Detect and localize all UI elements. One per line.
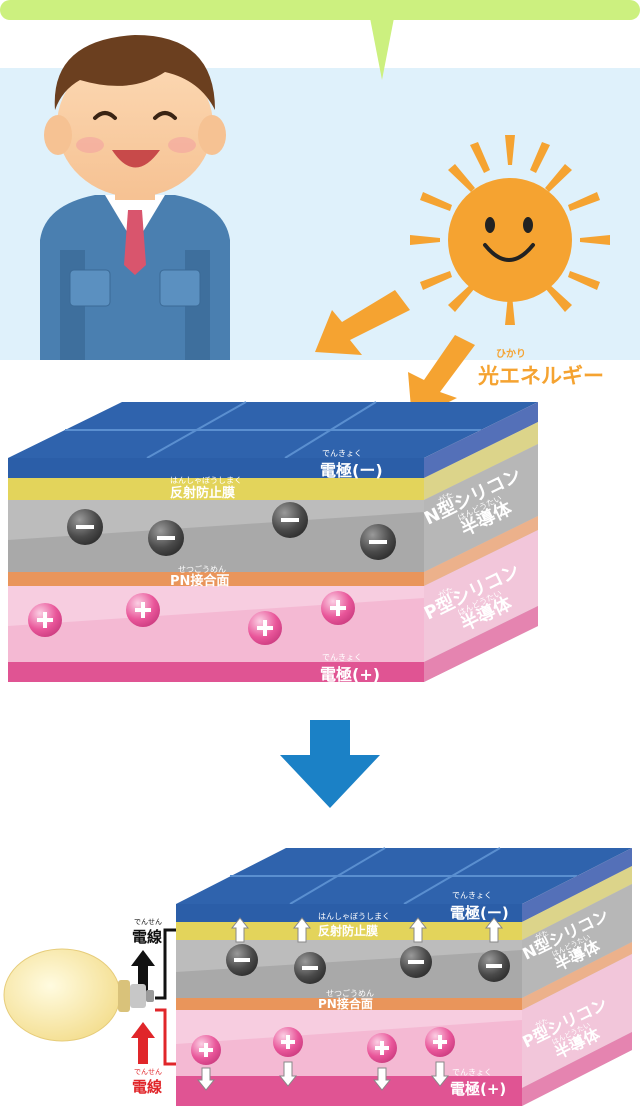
up-arrow-icon (230, 917, 250, 943)
electrode-pos-ruby: でんきょく (322, 653, 362, 662)
electron (226, 944, 258, 976)
hole (425, 1027, 455, 1057)
electrode-pos-label: 電極(+) (320, 665, 380, 684)
antireflect-layer (176, 922, 522, 940)
electrode-neg-label: 電極(ー) (450, 904, 509, 922)
antireflect-ruby: はんしゃぼうしまく (318, 912, 390, 921)
antireflect-layer (8, 478, 424, 500)
smile (112, 150, 160, 168)
jacket (40, 195, 230, 360)
light-energy-label: 光エネルギー (477, 364, 604, 388)
electron (478, 950, 510, 982)
light-arrow-right (408, 335, 475, 420)
pn-junction-layer (8, 572, 424, 586)
wire-bottom-line (155, 1008, 176, 1066)
electron (148, 520, 184, 556)
current-up-arrow-black (131, 950, 155, 992)
wire-top-ruby: でんせん (134, 918, 162, 926)
pn-ruby: せつごうめん (326, 988, 374, 998)
electron-particles (226, 944, 510, 984)
sun-face (448, 178, 572, 302)
speech-bubble (0, 0, 640, 20)
down-arrow-icon (280, 720, 380, 808)
worker-illustration (40, 35, 230, 360)
electron-particles (67, 502, 396, 560)
pn-ruby: せつごうめん (178, 564, 226, 574)
hole-particles (28, 591, 355, 645)
sun-icon (410, 135, 610, 325)
pn-junction-label: PN接合面 (318, 996, 373, 1011)
down-arrow-small-icon (196, 1067, 216, 1091)
wire-bottom-label: 電線 (132, 1078, 162, 1096)
wire-bottom-ruby: でんせん (134, 1068, 162, 1076)
electron (360, 524, 396, 560)
hole (28, 603, 62, 637)
pn-junction-label: PN接合面 (170, 573, 229, 589)
solar-cell-top: でんきょく 電極(ー) はんしゃぼうしまく 反射防止膜 せつごうめん PN接合面… (8, 401, 538, 684)
light-arrows (315, 290, 475, 420)
hole (321, 591, 355, 625)
hole-particles (191, 1027, 455, 1065)
hole (191, 1035, 221, 1065)
necktie (124, 210, 146, 275)
pn-junction-layer (176, 998, 522, 1010)
light-energy-ruby: ひかり (496, 348, 526, 360)
electrode-neg-ruby: でんきょく (322, 449, 362, 458)
light-arrow-left (315, 290, 410, 355)
electron (294, 952, 326, 984)
face (57, 53, 213, 197)
wire-top-line (155, 928, 176, 1000)
hole (126, 593, 160, 627)
electrode-pos-layer (176, 1076, 522, 1106)
current-up-arrow-red (131, 1022, 155, 1064)
electrode-pos-ruby: でんきょく (452, 1068, 492, 1077)
circuit: でんせん 電線 でんせん 電線 (3, 918, 176, 1096)
antireflect-label: 反射防止膜 (318, 923, 378, 938)
electron (400, 946, 432, 978)
solar-cell-bottom: でんきょく 電極(ー) はんしゃぼうしまく 反射防止膜 せつごうめん PN接合面… (176, 847, 632, 1106)
electron-up-arrows (230, 917, 504, 943)
hole (248, 611, 282, 645)
electron (67, 509, 103, 545)
speech-bubble-tail (370, 18, 394, 80)
down-arrow-small-icon (430, 1061, 450, 1087)
electrode-neg-layer (176, 904, 522, 922)
hole (273, 1027, 303, 1057)
wire-top-label: 電線 (132, 928, 162, 946)
electron (272, 502, 308, 538)
down-arrow-small-icon (372, 1067, 392, 1091)
up-arrow-icon (408, 917, 428, 943)
down-arrow-small-icon (278, 1061, 298, 1087)
antireflect-label: 反射防止膜 (170, 485, 235, 501)
light-bulb-icon (3, 948, 154, 1042)
electrode-neg-ruby: でんきょく (452, 891, 492, 900)
electrode-pos-label: 電極(+) (450, 1080, 506, 1098)
up-arrow-icon (484, 917, 504, 943)
hole (367, 1033, 397, 1063)
electrode-pos-layer (8, 662, 424, 682)
hole-down-arrows (196, 1061, 450, 1091)
electrode-neg-layer (8, 458, 424, 478)
electrode-neg-label: 電極(ー) (320, 461, 383, 480)
up-arrow-icon (292, 917, 312, 943)
antireflect-ruby: はんしゃぼうしまく (170, 476, 242, 485)
hair (54, 35, 215, 110)
